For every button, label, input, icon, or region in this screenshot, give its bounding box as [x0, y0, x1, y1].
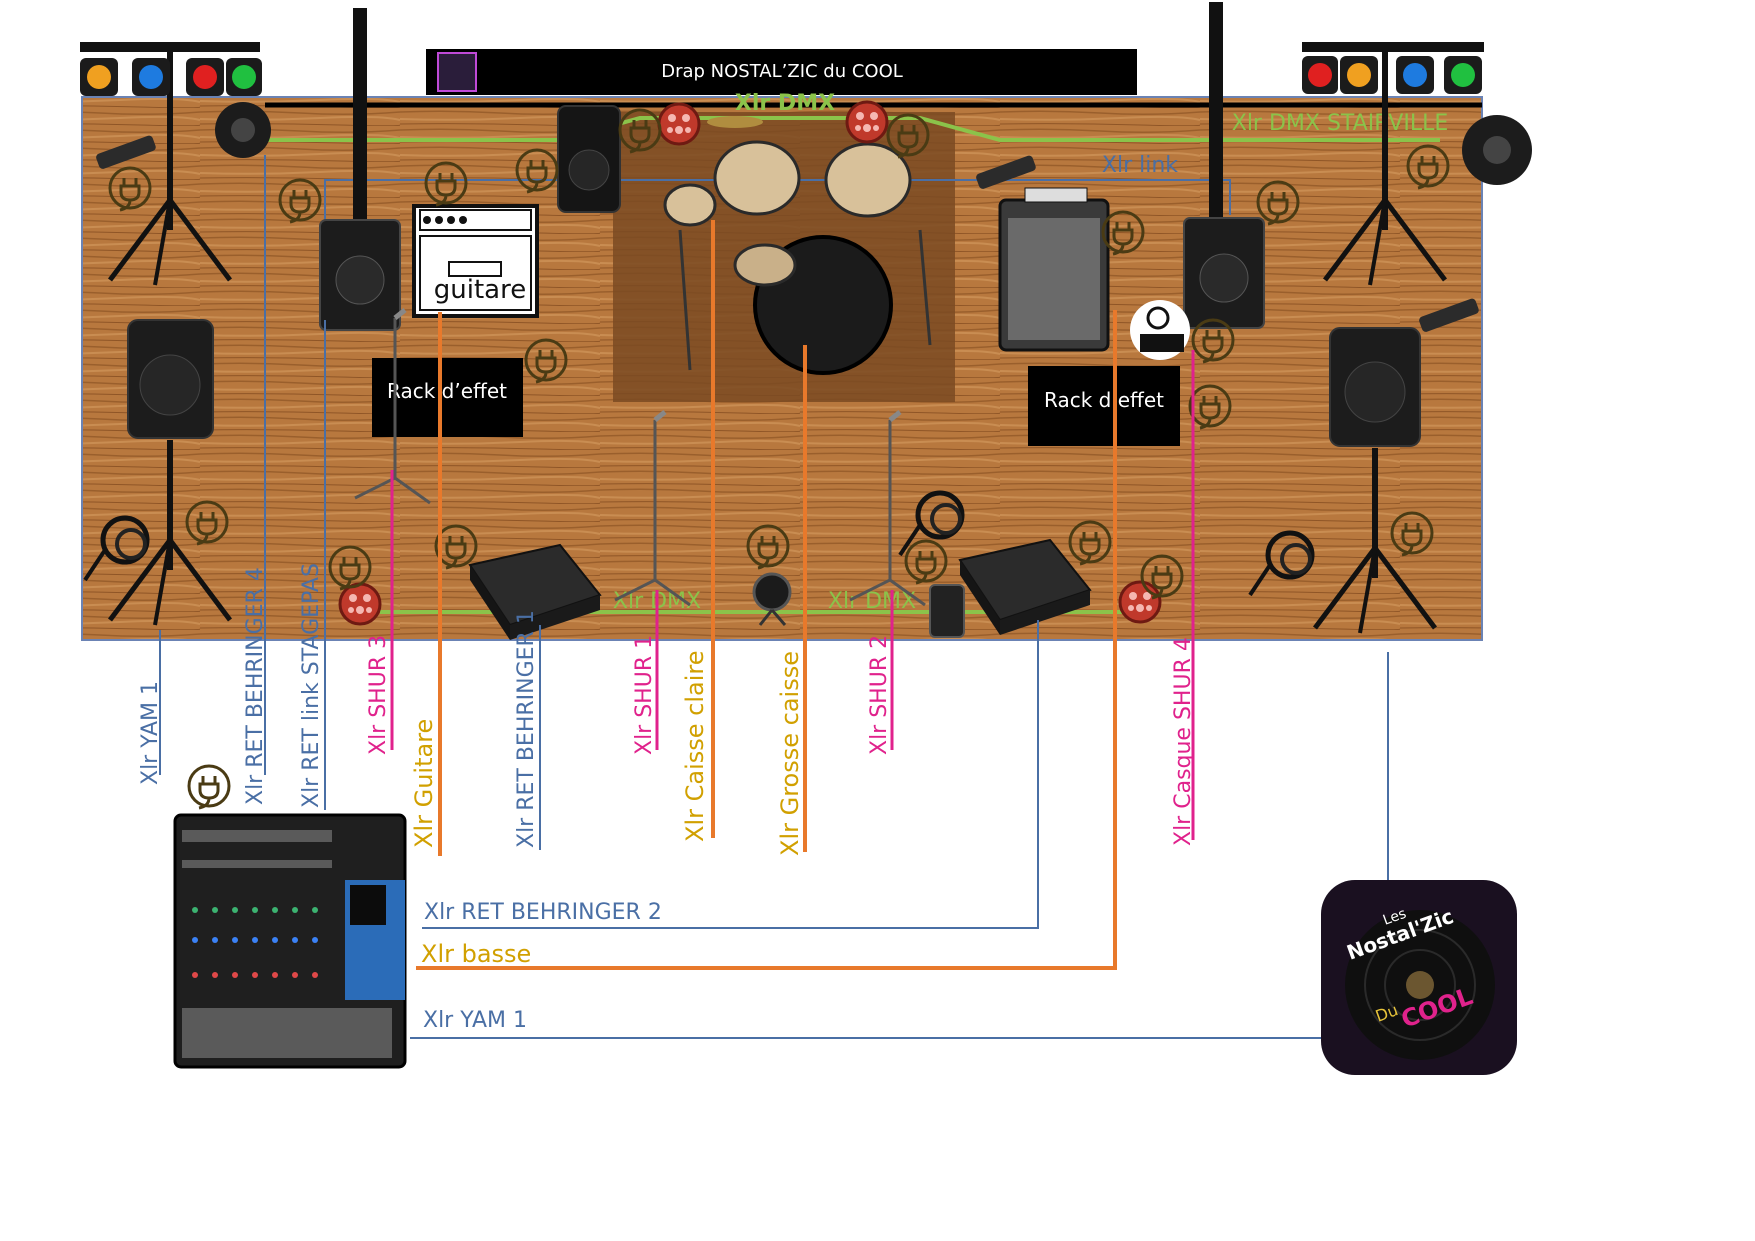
label-ret-link-stagepas: Xlr RET link STAGEPAS: [299, 563, 324, 808]
logo-icon: [1321, 880, 1517, 1075]
effect-rack-right-label: Rack d’effet: [1044, 388, 1164, 412]
drum-kit-icon: [663, 116, 932, 375]
xlr-link-label: Xlr link: [1102, 153, 1178, 178]
cable-reel-right-icon: [1462, 115, 1532, 185]
lightbar-right-icon: [1302, 42, 1484, 105]
dmx-bottom-label-2: Xlr DMX: [828, 589, 916, 614]
column-speaker-right-icon: [1183, 217, 1265, 329]
label-ret-behringer-4: Xlr RET BEHRINGER 4: [243, 567, 268, 805]
label-guitare: Xlr Guitare: [410, 719, 438, 848]
label-yam-1: Xlr YAM 1: [138, 681, 163, 785]
effect-rack-right: [1028, 366, 1180, 446]
pa-speaker-left-icon: [127, 319, 214, 439]
power-tower-icon: [929, 584, 965, 638]
banner-title: Drap NOSTAL’ZIC du COOL: [661, 61, 903, 82]
vertical-cable-labels: Xlr YAM 1 Xlr RET BEHRINGER 4 Xlr RET li…: [138, 563, 1196, 856]
banner-logo-icon: [437, 52, 477, 92]
dmx-cable-top: [265, 116, 1440, 142]
mixer-icon: [173, 813, 407, 1069]
label-caisse-claire: Xlr Caisse claire: [681, 651, 709, 842]
dmx-top-label: Xlr DMX: [735, 91, 835, 116]
logo-line1: Les: [1381, 906, 1409, 929]
label-shur-2: Xlr SHUR 2: [867, 635, 892, 755]
cable-ret-behringer-2: [422, 620, 1039, 929]
label-casque-shur-4: Xlr Casque SHUR 4: [1171, 637, 1196, 846]
banner: [426, 49, 1137, 95]
guitar-amp-label: guitare: [434, 275, 526, 305]
par-light-1-icon: [657, 102, 701, 146]
par-light-2-icon: [845, 100, 889, 144]
label-grosse-caisse: Xlr Grosse caisse: [776, 651, 804, 856]
cable-reel-left-icon: [215, 102, 271, 158]
label-shur-3: Xlr SHUR 3: [366, 635, 391, 755]
label-ret-behringer-1: Xlr RET BEHRINGER 1: [514, 610, 539, 848]
wireless-receiver-icon: [1130, 300, 1190, 360]
label-ret-behringer-2: Xlr RET BEHRINGER 2: [424, 900, 662, 925]
dmx-stairville-label: Xlr DMX STAIRVILLE: [1232, 111, 1448, 136]
effect-rack-left-label: Rack d’effet: [387, 379, 507, 403]
par-light-3-icon: [338, 582, 382, 626]
vertical-cables: [159, 155, 1389, 882]
guitar-amp-icon: [412, 204, 539, 318]
bass-cabinet-icon: [998, 187, 1110, 352]
pa-speaker-right-icon: [1329, 327, 1421, 447]
cable-basse: [416, 310, 1117, 970]
lightbar-left-icon: [80, 42, 262, 105]
par-light-4-icon: [1118, 580, 1162, 624]
effect-rack-left: [372, 358, 523, 437]
drum-speaker-icon: [557, 105, 621, 213]
label-shur-1: Xlr SHUR 1: [632, 635, 657, 755]
column-speaker-left-icon: [319, 219, 401, 331]
label-basse: Xlr basse: [421, 940, 531, 968]
spotlight-icon: [752, 572, 792, 626]
label-yam-1-bottom: Xlr YAM 1: [423, 1008, 527, 1033]
